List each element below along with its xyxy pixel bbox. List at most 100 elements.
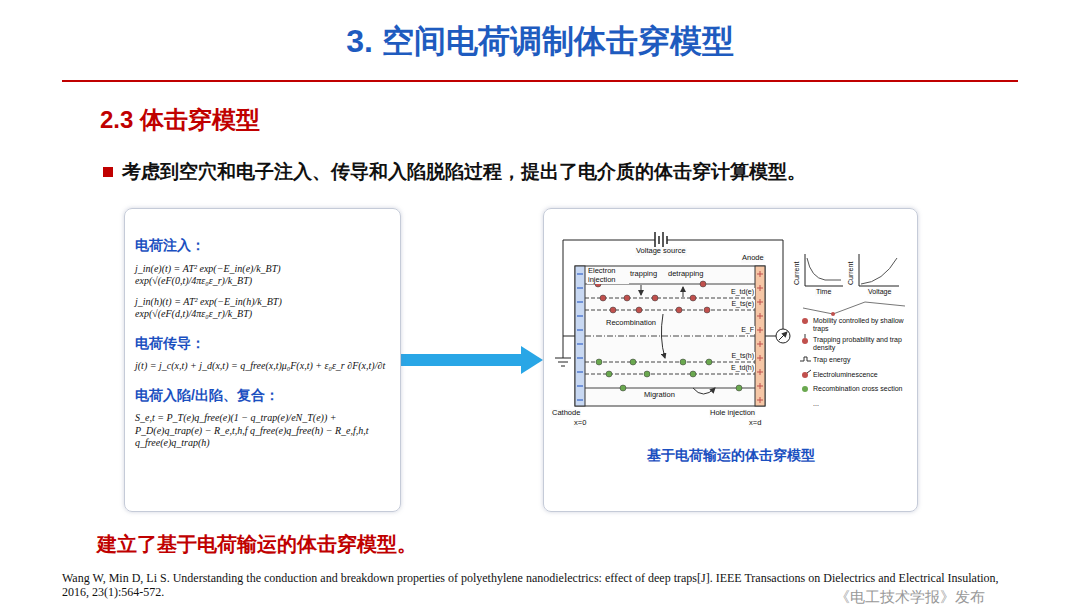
drawing-stroke [706,359,712,365]
drawing-stroke [760,355,761,361]
drawing-stroke [736,385,742,391]
drawing-stroke [596,359,602,365]
drawing-stroke [577,302,583,303]
transition-arrows [641,285,715,394]
drawing-stroke [577,330,583,331]
drawing-stroke [658,236,660,244]
energy-level-label: E_td(e) [723,288,755,296]
current-plots [803,254,905,316]
drawing-stroke [680,359,686,365]
drawing-stroke [859,254,899,286]
position-label: x=0 [573,419,587,428]
drawing-stroke [861,258,897,284]
electrode-charges [577,271,763,403]
position-label: x=d [748,419,762,428]
drawing-stroke [776,329,790,343]
charge-carriers [595,281,742,391]
drawing-stroke [577,316,583,317]
drawing-stroke [760,327,761,333]
drawing-stroke [661,314,665,358]
battery-symbol [655,232,667,248]
drawing-stroke [805,334,806,338]
drawing-stroke [683,287,684,297]
drawing-stroke [802,318,808,324]
drawing-stroke [760,313,761,319]
drawing-stroke [577,288,583,289]
anode-electrode [755,266,765,406]
bullet-square [103,167,113,177]
legend-text: Electroluminescence [813,371,915,379]
drawing-stroke [779,332,787,340]
drawing-stroke [807,258,841,280]
axis-label: Voltage [867,288,892,296]
drawing-stroke [765,336,776,337]
ammeter-symbol [776,329,790,343]
equation-text: j(t) = j_c(x,t) + j_d(x,t) = q_free(x,t)… [135,360,392,373]
title-rule [62,80,1018,82]
drawing-stroke [600,295,606,301]
energy-level-label: E_ts(e) [723,300,755,308]
drawing-stroke [666,236,668,244]
drawing-stroke [585,362,755,363]
drawing-stroke [800,357,811,361]
drawing-stroke [620,385,626,391]
legend-text: Trap energy [813,356,915,364]
drawing-stroke [585,388,755,389]
drawing-stroke [802,338,808,344]
drawing-stroke [676,307,682,313]
drawing-stroke [690,295,696,301]
drawing-stroke [577,372,583,373]
legend-icons [800,318,811,392]
drawing-stroke [760,271,761,277]
section-heading: 电荷注入： [135,237,392,255]
drawing-stroke [704,307,710,313]
energy-levels [585,284,755,388]
equation-text: S_e,t = P_T(e)q_free(e)(1 − q_trap(e)/eN… [135,412,392,450]
drawing-stroke [654,232,656,248]
drawing-stroke [803,302,905,314]
drawing-stroke [606,371,612,377]
energy-level-label: E_F [723,326,755,334]
conclusion-text: 建立了基于电荷输运的体击穿模型。 [97,533,417,556]
drawing-stroke [577,274,583,275]
drawing-stroke [760,369,761,375]
energy-level-label: E_ts(h) [723,352,755,360]
axis-label: Current [793,261,801,286]
drawing-stroke [577,386,583,387]
drawing-stroke [644,371,650,377]
drawing-stroke [641,285,642,295]
drawing-stroke [630,359,636,365]
drawing-stroke [807,370,811,373]
slide-title: 3. 空间电荷调制体击穿模型 [0,20,1080,64]
drawing-stroke [760,397,761,403]
equation-text: j_in(h)(t) = AT² exp(−E_in(h)/k_BT) exp(… [135,296,392,321]
drawing-stroke [585,336,755,337]
drawing-stroke [662,232,664,248]
model-panel: 基于电荷输运的体击穿模型Voltage sourceElectron injec… [543,208,918,512]
part-label: trapping [629,270,658,279]
legend-text: ... [813,400,915,408]
dielectric-slab [575,266,765,406]
drawing-stroke [636,307,642,313]
drawing-stroke [760,341,761,347]
axis-label: Time [815,288,832,296]
bullet-text: 考虑到空穴和电子注入、传导和入陷脱陷过程，提出了电介质的体击穿计算模型。 [122,161,806,183]
drawing-stroke [585,298,755,299]
drawing-stroke [577,344,583,345]
drawing-stroke [700,281,706,287]
legend-text: Recombination cross section [813,385,915,393]
watermark: 《电工技术学报》发布 [835,588,985,605]
drawing-stroke [577,400,583,401]
energy-level-label: E_td(h) [723,364,755,372]
equation-text: j_in(e)(t) = AT² exp(−E_in(e)/k_BT) exp(… [135,263,392,288]
part-label: Cathode [551,409,581,418]
ground-symbol [555,336,571,366]
drawing-stroke [760,383,761,389]
drawing-stroke [610,307,616,313]
drawing-stroke [831,312,835,316]
panel-caption: 基于电荷输运的体击穿模型 [544,447,917,465]
part-label: Voltage source [635,247,687,256]
part-label: Recombination [605,319,657,328]
drawing-stroke [805,254,843,286]
